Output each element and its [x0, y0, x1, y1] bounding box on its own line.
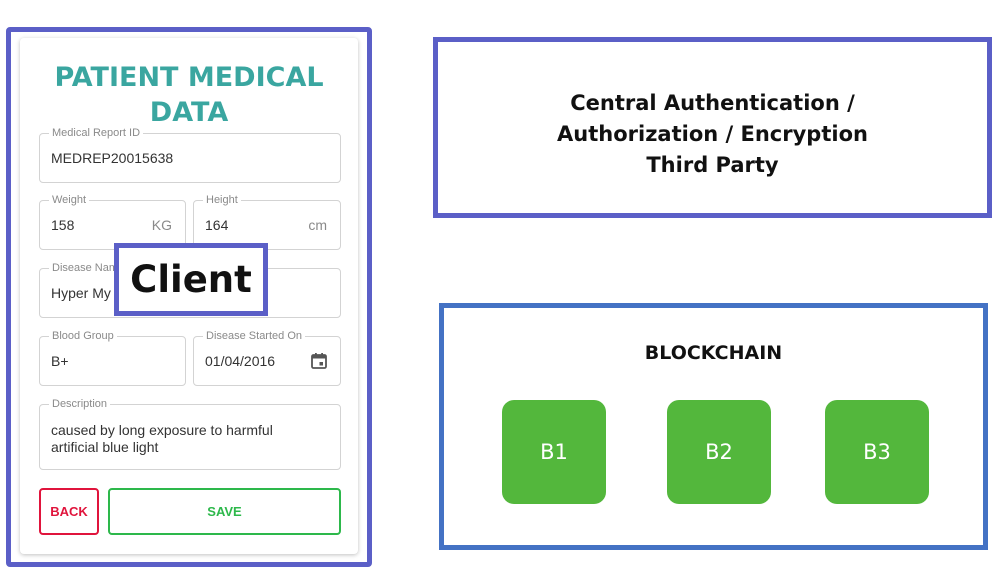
height-field[interactable]: Height 164 cm — [193, 193, 341, 250]
auth-line: Third Party — [646, 153, 779, 177]
field-label: Disease Nam — [49, 261, 122, 275]
auth-line: Authorization / Encryption — [557, 122, 868, 146]
field-value: 164 — [205, 217, 229, 233]
field-value: B+ — [51, 353, 69, 369]
field-value: 01/04/2016 — [205, 353, 276, 369]
field-value: 158 — [51, 217, 75, 233]
block-b2: B2 — [667, 400, 771, 504]
calendar-icon[interactable] — [310, 352, 328, 370]
auth-third-party-box: Central Authentication / Authorization /… — [433, 37, 992, 218]
field-value: MEDREP20015638 — [51, 150, 174, 166]
unit-label: KG — [151, 217, 172, 233]
field-label: Description — [49, 397, 111, 411]
field-label: Weight — [49, 193, 90, 207]
unit-label: cm — [308, 217, 327, 233]
blockchain-box: BLOCKCHAIN B1 B2 B3 — [439, 303, 988, 550]
description-field[interactable]: Description caused by long exposure to h… — [39, 397, 341, 470]
field-label: Blood Group — [49, 329, 117, 343]
disease-started-field[interactable]: Disease Started On 01/04/2016 — [193, 329, 341, 386]
client-label-box: Client — [114, 243, 268, 316]
blockchain-title: BLOCKCHAIN — [644, 342, 783, 364]
field-value: Hyper My — [51, 285, 111, 301]
medical-report-id-field[interactable]: Medical Report ID MEDREP20015638 — [39, 126, 341, 183]
field-label: Disease Started On — [203, 329, 305, 343]
save-button[interactable]: SAVE — [108, 488, 341, 535]
field-value: caused by long exposure to harmful artif… — [51, 422, 273, 455]
weight-field[interactable]: Weight 158 KG — [39, 193, 186, 250]
field-label: Height — [203, 193, 241, 207]
auth-text: Central Authentication / Authorization /… — [438, 88, 987, 181]
field-label: Medical Report ID — [49, 126, 144, 140]
form-title: PATIENT MEDICAL DATA — [54, 62, 324, 128]
back-button[interactable]: BACK — [39, 488, 99, 535]
blood-group-field[interactable]: Blood Group B+ — [39, 329, 186, 386]
auth-line: Central Authentication / — [570, 91, 855, 115]
block-b3: B3 — [825, 400, 929, 504]
block-b1: B1 — [502, 400, 606, 504]
